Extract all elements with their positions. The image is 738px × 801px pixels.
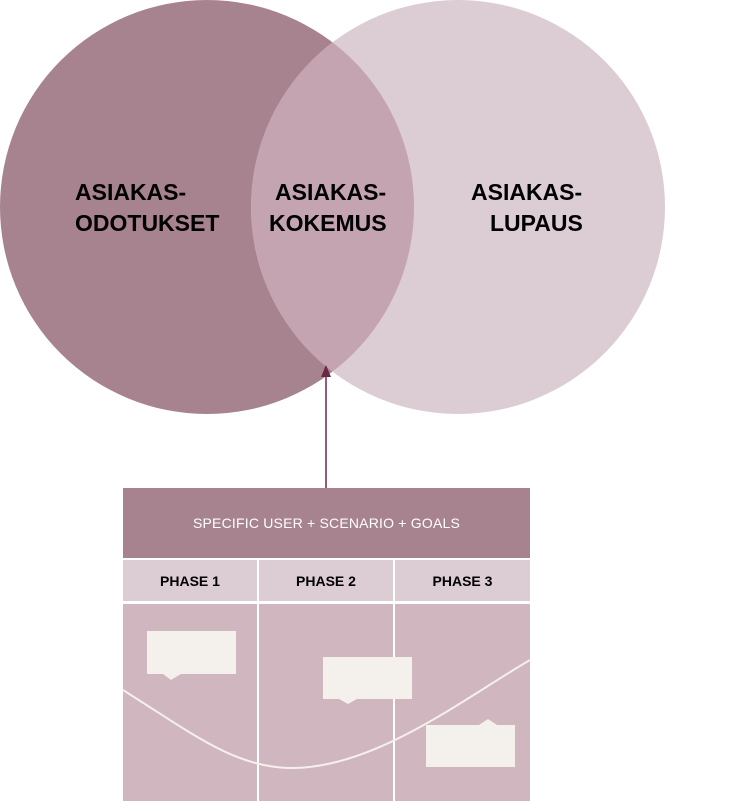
note-phase-1 xyxy=(147,631,236,680)
journey-map: SPECIFIC USER + SCENARIO + GOALS PHASE 1… xyxy=(123,488,530,801)
circle-overlap-customer-experience xyxy=(251,0,414,414)
label-customer-expectations: ASIAKAS- ODOTUKSET xyxy=(75,179,219,236)
label-customer-experience: ASIAKAS- KOKEMUS xyxy=(269,179,393,236)
journey-header: SPECIFIC USER + SCENARIO + GOALS xyxy=(123,488,530,558)
label-customer-promise: ASIAKAS- LUPAUS xyxy=(471,179,589,236)
label-left-line-1: ASIAKAS- xyxy=(75,179,186,205)
experience-curve xyxy=(123,659,530,770)
label-center-line-1: ASIAKAS- xyxy=(275,179,386,205)
phase-1-header: PHASE 1 xyxy=(123,560,257,601)
phase-2-header: PHASE 2 xyxy=(259,560,393,601)
note-phase-3 xyxy=(426,719,515,767)
phase-3-header: PHASE 3 xyxy=(395,560,530,601)
connector-arrowhead xyxy=(321,365,331,377)
label-left-line-2: ODOTUKSET xyxy=(75,210,219,236)
journey-curve-layer xyxy=(123,631,530,770)
label-right-line-2: LUPAUS xyxy=(490,210,583,236)
label-center-line-2: KOKEMUS xyxy=(269,210,387,236)
label-right-line-1: ASIAKAS- xyxy=(471,179,582,205)
note-phase-2 xyxy=(323,657,412,704)
